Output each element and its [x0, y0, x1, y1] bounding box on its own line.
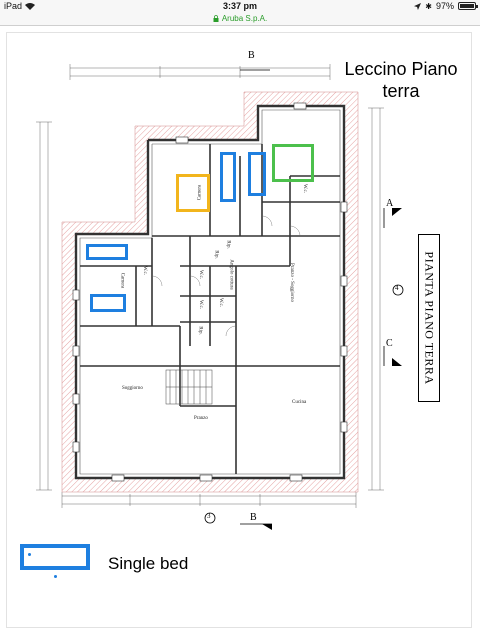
battery-fill	[460, 4, 474, 8]
section-c: C	[386, 338, 393, 349]
grid-marker-3: 3	[207, 512, 211, 520]
status-time: 3:37 pm	[222, 1, 257, 11]
plan-title: PIANTA PIANO TERRA	[422, 251, 437, 385]
single-bed-marker-4	[90, 294, 126, 312]
room-wc-4: W.c.	[197, 300, 203, 309]
page-frame	[6, 32, 472, 628]
right-dimension-lines	[368, 107, 384, 491]
room-wc-5: W.c.	[217, 298, 223, 307]
room-rip-3: Rip.	[197, 326, 203, 335]
lock-icon	[213, 15, 219, 22]
windows	[72, 102, 348, 482]
battery-percent: 97%	[435, 1, 454, 11]
grid-marker-4: 4	[395, 284, 399, 292]
room-pranzo-soggiorno: Pranzo - Soggiorno	[288, 263, 294, 302]
section-arrow-a	[392, 208, 402, 216]
status-left: iPad	[4, 1, 36, 11]
room-wc-3: W.c.	[197, 270, 203, 279]
left-dimension-lines	[36, 121, 52, 491]
floor-plan-document: Leccino Piano terra PIANTA PIANO TERRA B…	[0, 26, 480, 640]
site-name[interactable]: Aruba S.p.A.	[221, 14, 268, 23]
room-wc-2: W.c.	[301, 184, 307, 193]
outer-walls	[74, 104, 346, 480]
wifi-icon	[25, 3, 36, 10]
single-bed-marker-1	[220, 152, 236, 202]
page-title: Leccino Piano terra	[334, 58, 468, 102]
room-cucina: Cucina	[292, 400, 307, 405]
outer-wall-inner-line	[79, 109, 341, 475]
status-bar: iPad 3:37 pm ✱ 97%	[0, 0, 480, 12]
bottom-dimension-lines	[61, 492, 357, 508]
device-name: iPad	[4, 1, 23, 11]
title-line-1: Leccino Piano	[344, 59, 458, 79]
address-bar[interactable]: Aruba S.p.A.	[0, 12, 480, 26]
room-angolo-cottura: Angolo cottura	[228, 259, 234, 290]
room-rip-2: Rip.	[213, 250, 219, 259]
room-wc-1: W.c.	[141, 266, 147, 275]
location-arrow-icon	[414, 2, 422, 10]
legend-label: Single bed	[108, 554, 189, 573]
room-rip-1: Rip.	[225, 240, 231, 249]
stairs	[165, 369, 213, 405]
double-bed-marker-yellow	[176, 174, 210, 212]
section-b-bottom: B	[250, 512, 257, 523]
double-bed-marker-green	[272, 144, 314, 182]
room-pranzo: Pranzo	[194, 416, 208, 421]
interior-walls	[80, 144, 340, 474]
plan-title-box: PIANTA PIANO TERRA	[418, 234, 440, 402]
top-dimension-lines	[69, 64, 331, 80]
legend-dot	[28, 553, 31, 556]
status-right: ✱ 97%	[414, 1, 478, 11]
title-line-2: terra	[382, 81, 420, 101]
section-arrow-c	[392, 358, 402, 366]
address-bar-inner[interactable]: Aruba S.p.A.	[213, 14, 267, 23]
single-bed-marker-2	[248, 152, 266, 196]
room-soggiorno: Soggiorno	[122, 386, 143, 391]
doors	[151, 215, 301, 337]
section-a: A	[386, 198, 394, 209]
single-bed-marker-3	[86, 244, 128, 260]
legend-single-bed-swatch	[20, 544, 90, 570]
battery-icon	[458, 2, 478, 10]
section-markers	[204, 69, 404, 525]
section-b-top: B	[248, 50, 255, 61]
section-arrow-b-bottom	[262, 524, 272, 530]
bluetooth-icon: ✱	[425, 1, 432, 11]
room-camera-2: Camera	[119, 272, 125, 289]
floor-plan-drawing	[36, 64, 404, 530]
legend-dot-2	[54, 575, 57, 578]
